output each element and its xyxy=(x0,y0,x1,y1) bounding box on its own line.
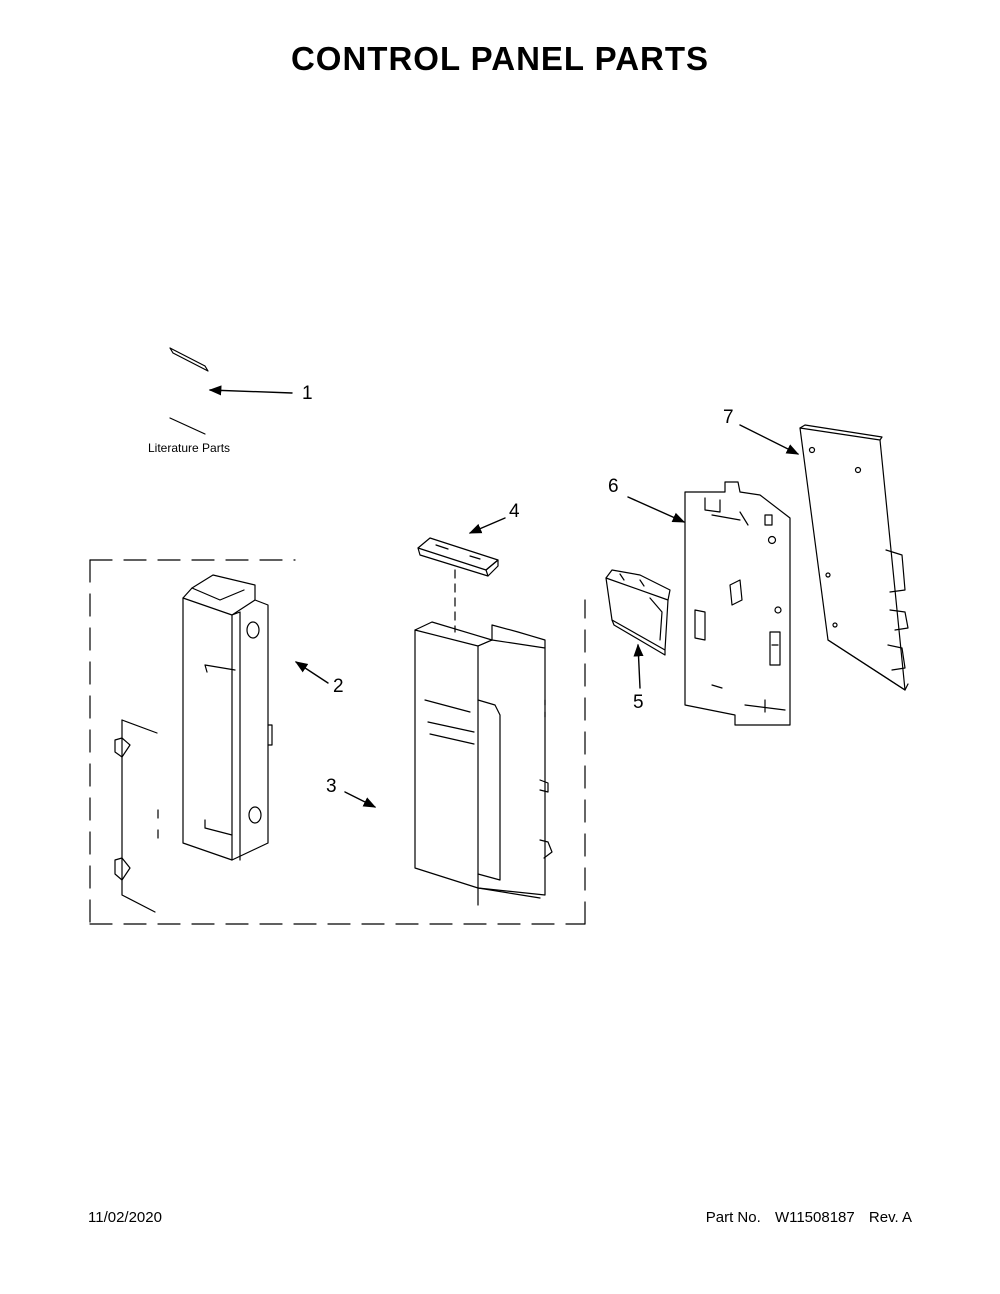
control-panel-front xyxy=(414,621,553,906)
literature-label: Literature Parts xyxy=(148,441,230,455)
callout-2: 2 xyxy=(333,676,344,697)
callout-arrows xyxy=(208,385,800,808)
callout-1: 1 xyxy=(302,383,313,404)
arrow-2 xyxy=(294,661,329,684)
literature-parts xyxy=(169,347,209,435)
arrow-1 xyxy=(208,385,293,396)
footer-part-info: Part No. W11508187 Rev. A xyxy=(706,1209,912,1226)
revision: Rev. A xyxy=(868,1209,912,1226)
arrow-3 xyxy=(344,791,377,808)
arrow-5 xyxy=(633,643,644,689)
part-number: W11508187 xyxy=(774,1209,855,1226)
callout-7: 7 xyxy=(723,407,734,428)
callout-5: 5 xyxy=(633,692,644,713)
arrow-6 xyxy=(627,496,686,523)
page-title: CONTROL PANEL PARTS xyxy=(290,40,710,77)
control-panel-bracket xyxy=(114,574,273,913)
callout-6: 6 xyxy=(608,476,619,497)
arrow-7 xyxy=(739,424,800,455)
arrow-4 xyxy=(468,517,506,534)
control-board xyxy=(684,481,791,726)
footer-date: 11/02/2020 xyxy=(88,1209,162,1226)
keypad-piece xyxy=(605,569,671,656)
callout-4: 4 xyxy=(509,501,520,522)
part-label: Part No. xyxy=(705,1209,761,1226)
assembly-boundary xyxy=(89,559,586,925)
callout-3: 3 xyxy=(326,776,337,797)
main-board xyxy=(799,424,909,691)
panel-clip xyxy=(417,537,499,577)
